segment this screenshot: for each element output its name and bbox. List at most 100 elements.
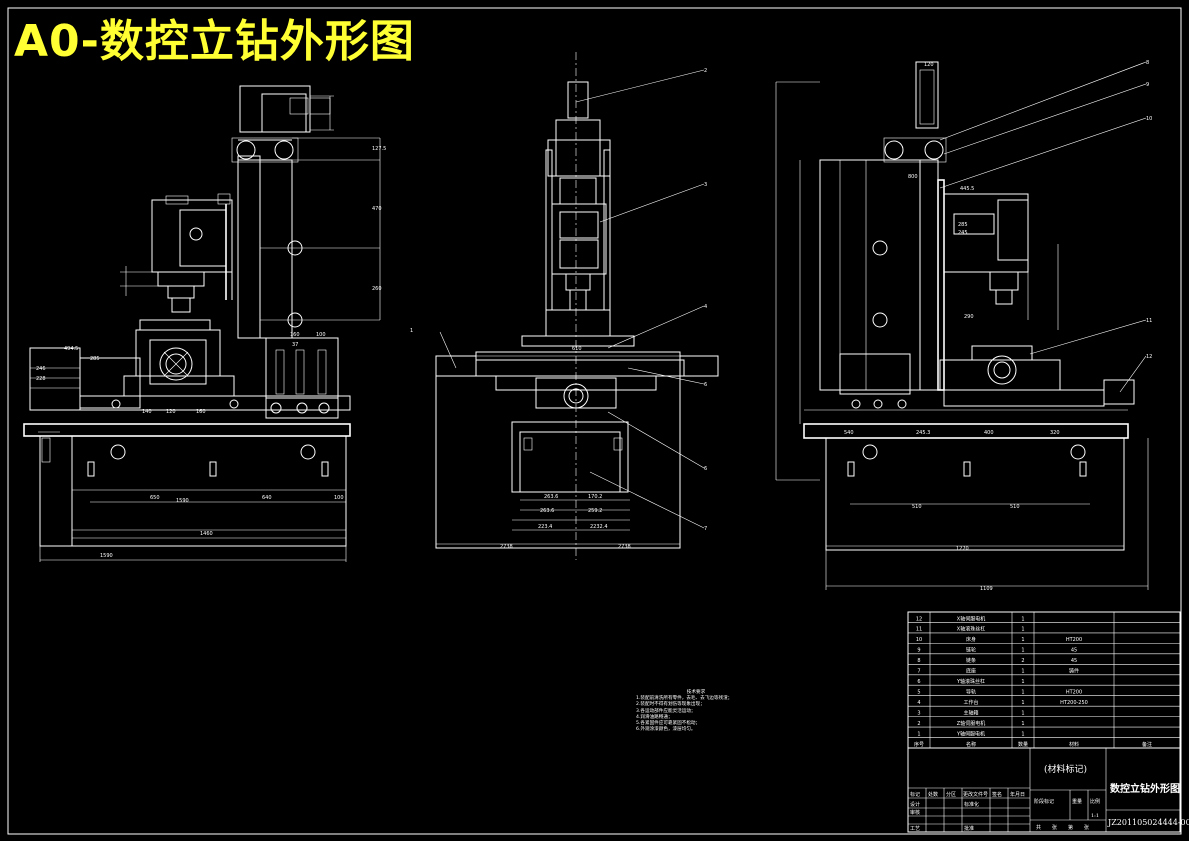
title-block: (材料标记) 数控立钻外形图 JZ201105024444-00 1:1 标记 … — [907, 747, 1189, 833]
tb-label: 分区 — [946, 791, 956, 798]
leader-label: 12 — [1146, 354, 1152, 360]
parts-cell: 11 — [916, 627, 922, 633]
parts-cell: Y轴伺服电机 — [956, 730, 985, 737]
dim-text: 120 — [924, 62, 934, 68]
tb-label: 阶段标记 — [1034, 798, 1054, 805]
scale-value: 1:1 — [1091, 813, 1099, 819]
dim-text: 800 — [908, 174, 918, 180]
parts-cell: 1 — [1021, 679, 1024, 685]
tb-label: 第 — [1068, 824, 1073, 831]
dim-text: 610 — [572, 346, 582, 352]
parts-cell: 9 — [917, 648, 920, 654]
tb-label: 更改文件号 — [963, 791, 988, 798]
dim-text: 140 — [142, 409, 152, 415]
parts-cell: 铸件 — [1069, 668, 1079, 675]
parts-cell: 2 — [1021, 658, 1024, 664]
tb-label: 处数 — [928, 791, 938, 798]
tb-label: 张 — [1052, 824, 1057, 831]
parts-cell: 工作台 — [963, 699, 978, 706]
parts-cell: 底座 — [966, 668, 976, 675]
parts-cell: 床身 — [966, 636, 976, 643]
parts-cell: 45 — [1071, 648, 1077, 654]
parts-cell: 1 — [1021, 637, 1024, 643]
dim-text: 285 — [958, 222, 968, 228]
parts-cell: 10 — [916, 637, 922, 643]
dim-text: 290 — [964, 314, 974, 320]
parts-header-cell: 备注 — [1142, 741, 1152, 748]
parts-cell: HT200 — [1066, 637, 1082, 643]
tb-label: 共 — [1036, 824, 1041, 831]
dim-text: 259.2 — [588, 508, 602, 514]
leader-label: 1 — [410, 328, 413, 334]
dim-text: 263.6 — [544, 494, 558, 500]
parts-cell: Z轴伺服电机 — [957, 720, 985, 727]
parts-cell: HT200-250 — [1060, 700, 1088, 706]
parts-cell: 1 — [1021, 648, 1024, 654]
parts-header-cell: 材料 — [1069, 741, 1079, 748]
tb-label: 重量 — [1072, 798, 1082, 805]
leader-label: 9 — [1146, 82, 1149, 88]
dim-text: 2738 — [618, 544, 631, 550]
tb-label: 年月日 — [1010, 791, 1025, 798]
dim-text: 1590 — [100, 553, 113, 559]
tb-label: 工艺 — [910, 826, 920, 832]
parts-cell: 6 — [917, 679, 920, 685]
parts-cell: 1 — [1021, 616, 1024, 622]
dim-text: 1460 — [200, 531, 213, 537]
parts-header-cell: 名称 — [966, 741, 976, 748]
technical-notes: 技术要求 1.装配前清洗所有零件，去毛、去飞边等残渣； 2.装配时不得有划伤等现… — [636, 690, 786, 733]
parts-cell: HT200 — [1066, 689, 1082, 695]
sheet-border — [7, 7, 1182, 835]
drawing-name: 数控立钻外形图 — [1110, 782, 1180, 795]
parts-cell: Y轴滚珠丝杠 — [956, 678, 985, 685]
tb-label: 签名 — [992, 791, 1002, 798]
dim-text: 2738 — [500, 544, 513, 550]
leader-label: 2 — [704, 68, 707, 74]
tb-label: 比例 — [1090, 798, 1100, 805]
dim-text: 100 — [334, 495, 344, 501]
parts-cell: 1 — [1021, 721, 1024, 727]
parts-cell: 12 — [916, 616, 922, 622]
leader-label: 4 — [704, 304, 707, 310]
parts-cell: X轴伺服电机 — [957, 615, 985, 622]
dim-text: 640 — [262, 495, 272, 501]
parts-cell: 1 — [1021, 669, 1024, 675]
dim-text: 1270 — [956, 546, 969, 552]
dim-text: 100 — [316, 332, 326, 338]
tb-label: 批准 — [964, 825, 974, 832]
leader-label: 10 — [1146, 116, 1152, 122]
dim-text: 263.6 — [540, 508, 554, 514]
dim-text: 260 — [372, 286, 382, 292]
tb-label: 张 — [1084, 824, 1089, 831]
dim-text: 650 — [150, 495, 160, 501]
note-item: 1.装配前清洗所有零件，去毛、去飞边等残渣； — [636, 696, 733, 702]
leader-label: 3 — [704, 182, 707, 188]
parts-cell: 3 — [917, 710, 920, 716]
dim-text: 285 — [90, 356, 100, 362]
parts-header-cell: 数量 — [1018, 741, 1028, 748]
material-mark: (材料标记) — [1044, 763, 1087, 775]
dim-text: 320 — [1050, 430, 1060, 436]
dim-text: 160 — [290, 332, 300, 338]
note-item: 2.装配时不得有划伤等现象出现； — [636, 702, 705, 708]
parts-cell: 链条 — [966, 657, 976, 664]
dim-text: 245 — [958, 230, 968, 236]
parts-cell: 主轴箱 — [963, 709, 978, 716]
dim-text: 1109 — [980, 586, 993, 592]
parts-cell: 2 — [917, 721, 920, 727]
parts-cell: 45 — [1071, 658, 1077, 664]
parts-cell: X轴滚珠丝杠 — [957, 626, 985, 633]
dim-text: 2232.4 — [590, 524, 608, 530]
tb-label: 标准化 — [964, 801, 979, 808]
leader-label: 6 — [704, 382, 707, 388]
drawing-number: JZ201105024444-00 — [1107, 818, 1189, 827]
dim-text: 510 — [1010, 504, 1020, 510]
dim-text: 246 — [36, 366, 46, 372]
leader-label: 11 — [1146, 318, 1152, 324]
front-view: 2 3 4 6 6 7 1 610 2738 2738 263.6 170.2 … — [410, 52, 719, 560]
left-view: 1590 1460 650 640 100 494.5 285 246 228 … — [23, 85, 386, 562]
parts-cell: 8 — [917, 658, 920, 664]
parts-cell: 1 — [1021, 731, 1024, 737]
